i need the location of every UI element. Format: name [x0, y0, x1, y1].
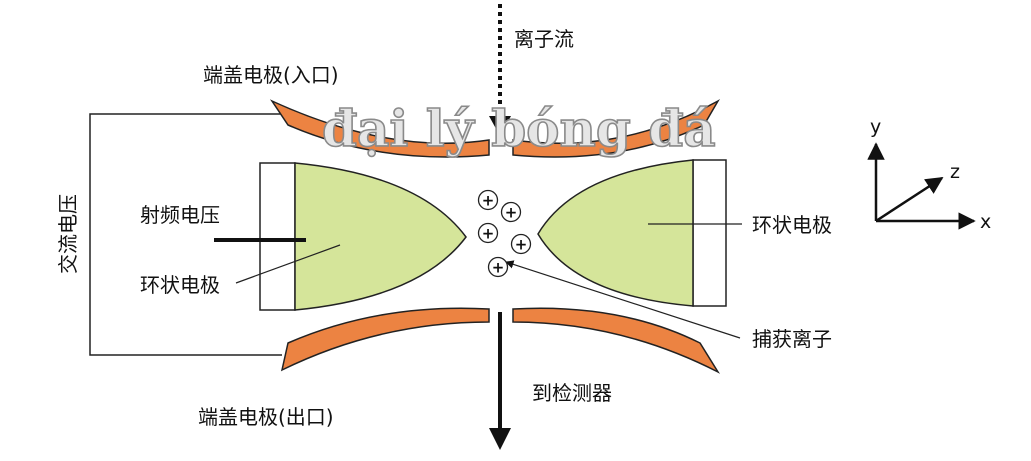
ion-flow-label: 离子流: [514, 27, 574, 51]
z-axis: [875, 176, 944, 223]
trapped-ion: +: [500, 201, 522, 223]
endcap-inlet-right: [512, 99, 721, 158]
y-axis-label: y: [870, 116, 881, 138]
to-detector-label: 到检测器: [532, 381, 612, 405]
endcap-outlet-right: [512, 307, 721, 374]
ring-electrode-left: [294, 162, 467, 311]
trapped-ion: +: [510, 233, 532, 255]
ring-left-leader: [235, 244, 341, 284]
ac-voltage-wire: [89, 113, 282, 356]
ring-electrode-left-plate: [259, 162, 296, 311]
endcap-inlet-label: 端盖电极(入口): [203, 63, 339, 87]
svg-text:+: +: [515, 236, 528, 254]
detector-arrowhead: [489, 428, 511, 450]
endcap-outlet-left: [280, 307, 490, 372]
trapped-ion: +: [477, 189, 499, 211]
ring-electrode-right-label: 环状电极: [752, 213, 832, 237]
watermark: đại lý bóng đá: [322, 99, 716, 158]
svg-text:+: +: [482, 225, 495, 243]
x-axis-label: x: [980, 211, 991, 233]
rf-voltage-label: 射频电压: [140, 203, 220, 227]
ring-electrode-right: [537, 159, 694, 307]
trapped-ions-label: 捕获离子: [752, 327, 832, 351]
trapped-ions-leader: [505, 260, 741, 339]
trapped-ion: +: [477, 222, 499, 244]
trapped-ion: +: [487, 256, 509, 278]
svg-text:+: +: [482, 192, 495, 210]
svg-text:+: +: [505, 204, 518, 222]
ion-flow-arrowhead: [489, 116, 511, 136]
ring-electrode-right-plate: [692, 159, 727, 307]
svg-text:+: +: [492, 259, 505, 277]
endcap-inlet-left: [269, 99, 490, 158]
ac-voltage-label: 交流电压: [56, 194, 80, 274]
ring-electrode-left-label: 环状电极: [140, 273, 220, 297]
endcap-outlet-label: 端盖电极(出口): [198, 405, 334, 429]
z-axis-label: z: [950, 161, 960, 183]
